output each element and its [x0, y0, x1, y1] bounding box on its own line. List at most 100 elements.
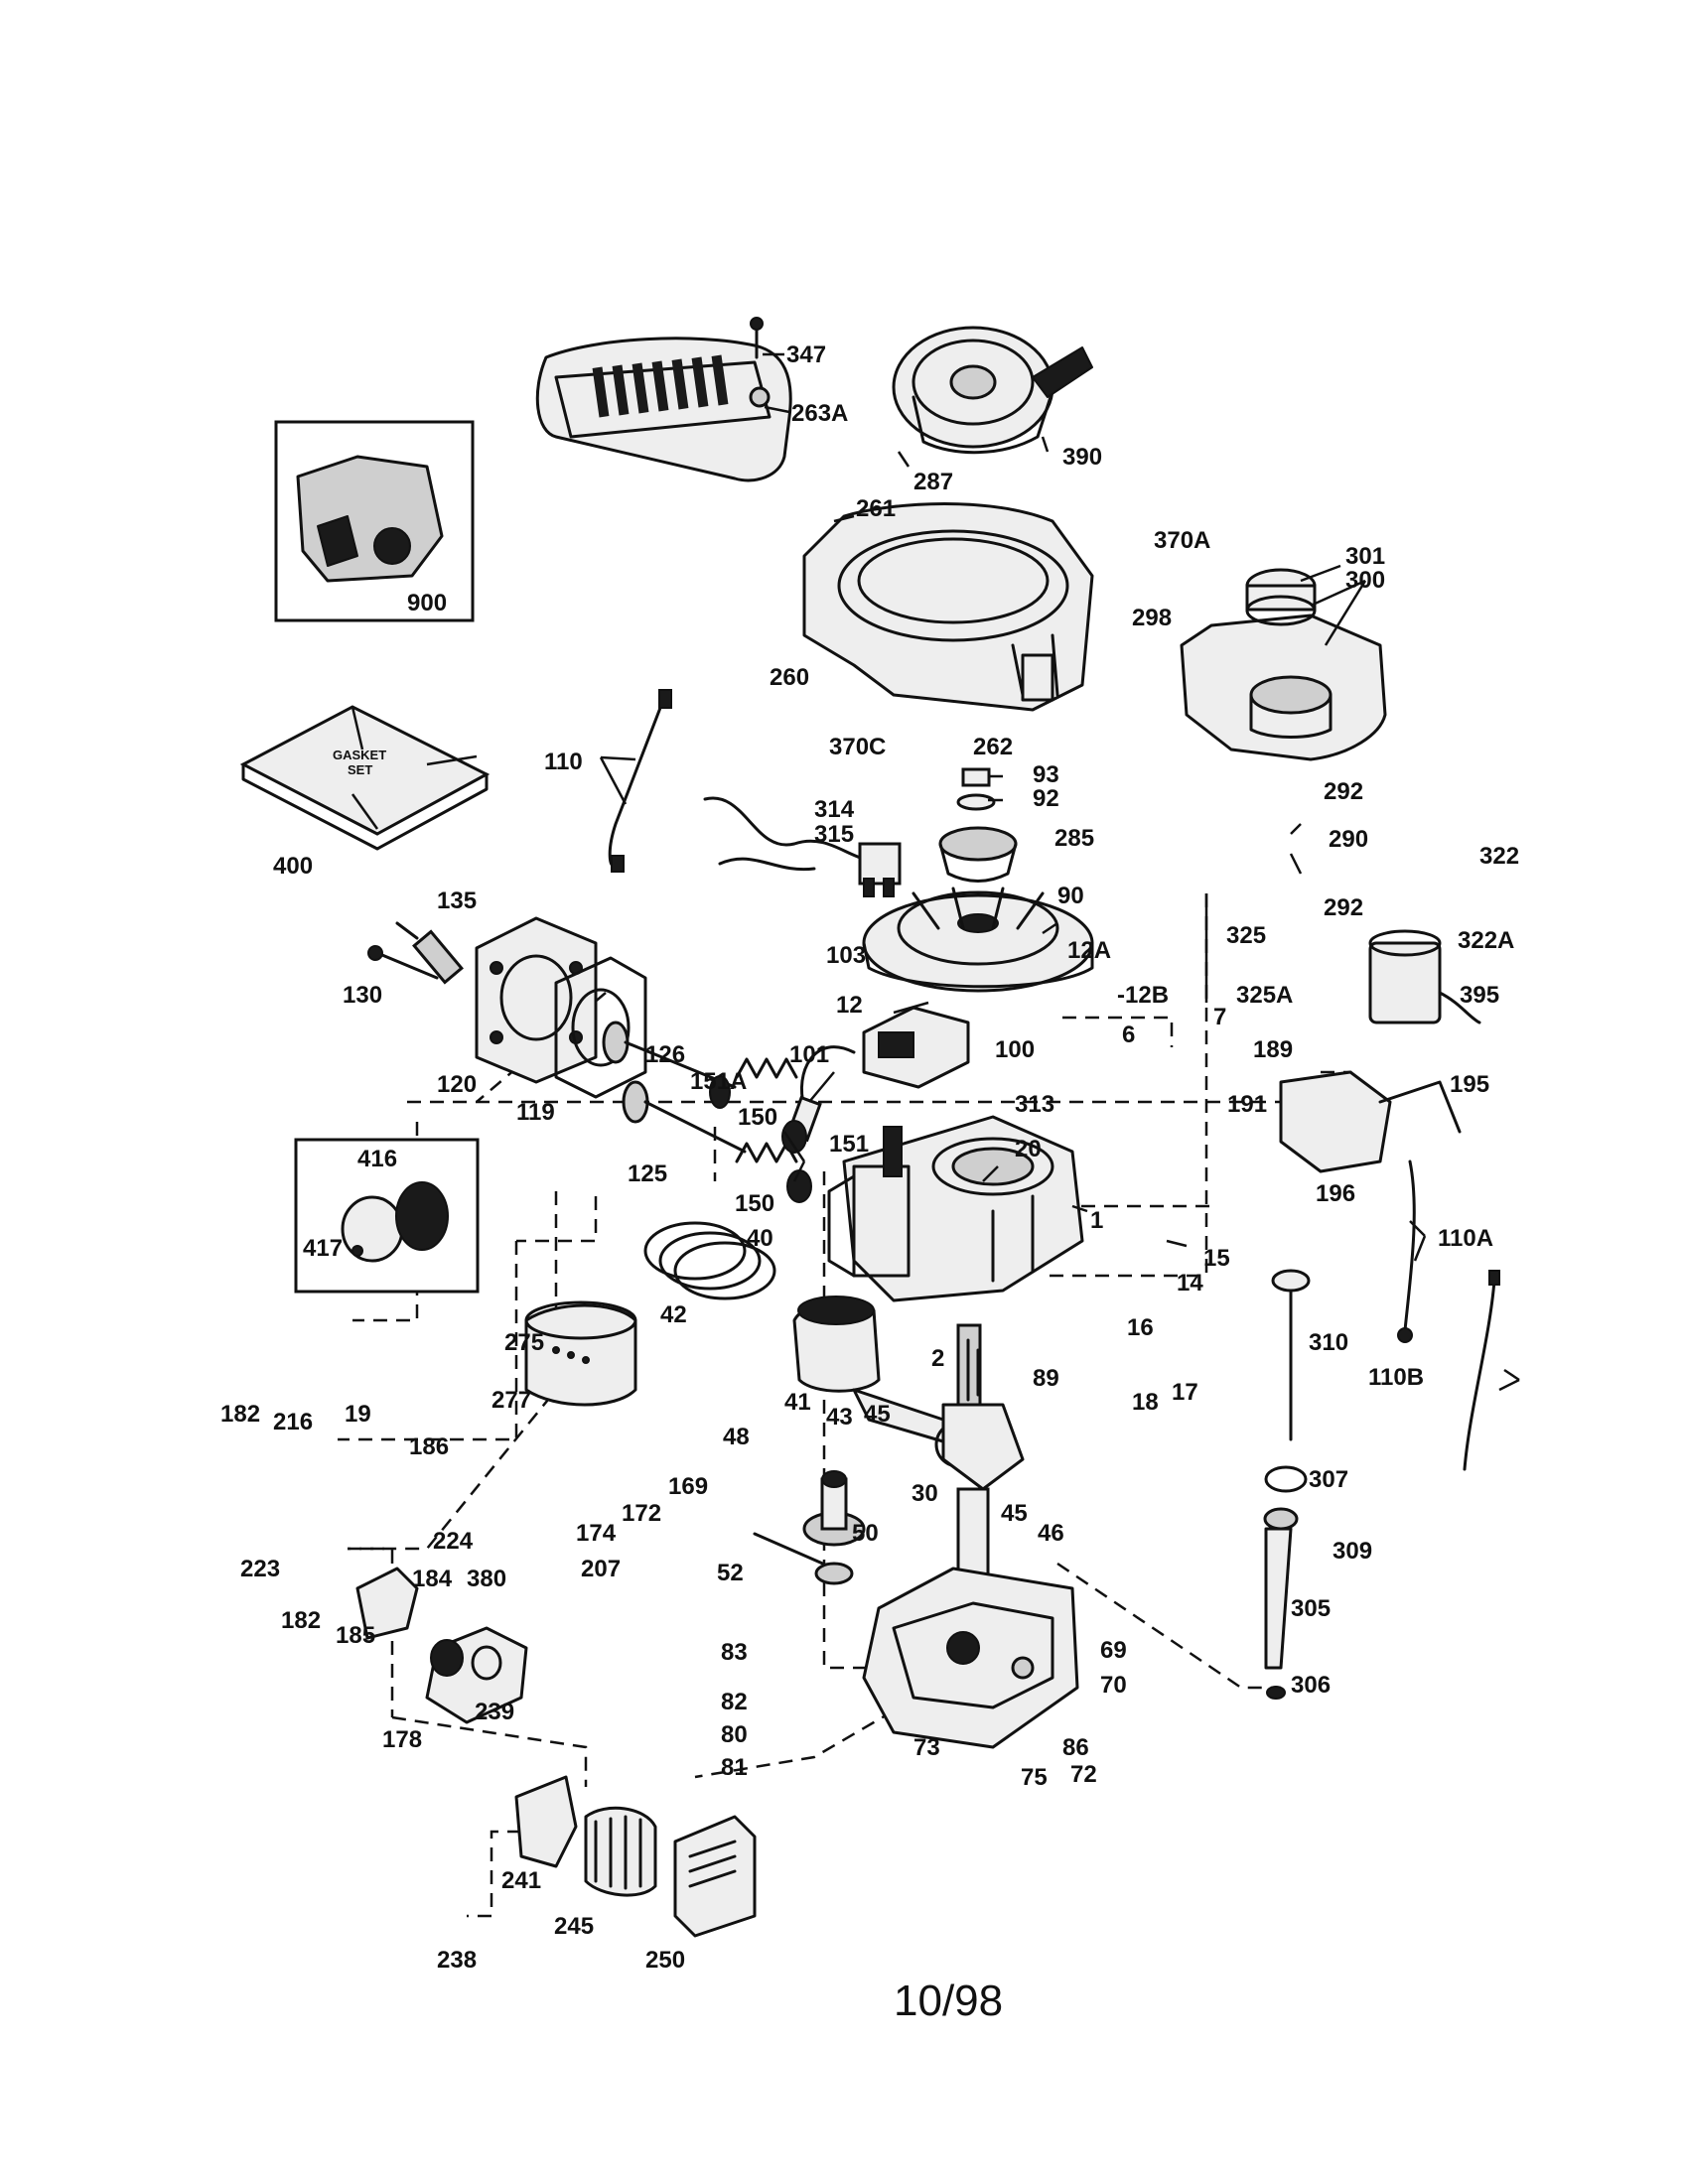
crankshaft-30 [941, 1323, 1025, 1590]
callout-325a: 325A [1236, 982, 1293, 1009]
callout-92: 92 [1033, 785, 1059, 812]
callout-224: 224 [433, 1528, 474, 1555]
callout-18: 18 [1132, 1389, 1159, 1416]
cylinder-head-120 [475, 916, 598, 1084]
callout-43: 43 [826, 1404, 853, 1431]
callout-292-bottom: 292 [1324, 894, 1363, 921]
carburetor-380 [425, 1626, 528, 1724]
callout-307: 307 [1309, 1466, 1348, 1493]
callout-12b: -12B [1117, 982, 1169, 1009]
callout-417: 417 [303, 1235, 343, 1262]
callout-189: 189 [1253, 1036, 1293, 1063]
callout-380: 380 [467, 1566, 506, 1592]
callout-298: 298 [1132, 605, 1172, 631]
callout-322: 322 [1479, 843, 1519, 870]
callout-184: 184 [412, 1566, 453, 1592]
callout-82: 82 [721, 1689, 748, 1715]
callout-110a: 110A [1438, 1225, 1493, 1252]
callout-40: 40 [747, 1225, 773, 1252]
callout-14: 14 [1177, 1270, 1203, 1297]
callout-275: 275 [504, 1329, 544, 1356]
callout-110b: 110B [1368, 1364, 1424, 1391]
blower-housing-260 [802, 502, 1094, 712]
callout-263a: 263A [791, 400, 848, 427]
callout-300: 300 [1345, 567, 1385, 594]
callout-93: 93 [1033, 761, 1059, 788]
callout-390: 390 [1062, 444, 1102, 471]
callout-261: 261 [856, 495, 896, 522]
callout-301: 301 [1345, 543, 1385, 570]
air-filter-cover-250 [673, 1815, 757, 1938]
callout-52: 52 [717, 1560, 744, 1586]
air-filter-base-241 [514, 1775, 578, 1868]
callout-80: 80 [721, 1721, 748, 1748]
callout-325: 325 [1226, 922, 1266, 949]
fuel-cap-301 [1245, 568, 1317, 626]
callout-292-top: 292 [1324, 778, 1363, 805]
callout-290: 290 [1329, 826, 1368, 853]
callout-207: 207 [581, 1556, 621, 1582]
callout-174: 174 [576, 1520, 617, 1547]
callout-347: 347 [786, 341, 826, 368]
control-bracket-191 [1279, 1070, 1462, 1173]
callout-169: 169 [668, 1473, 708, 1500]
callout-395: 395 [1460, 982, 1499, 1009]
callout-45-upper: 45 [864, 1401, 891, 1428]
screw-347 [750, 317, 764, 359]
intake-valve-125 [622, 1080, 747, 1154]
callout-151a: 151A [690, 1068, 747, 1095]
camshaft-52 [753, 1532, 854, 1585]
callout-90: 90 [1057, 883, 1084, 909]
callout-178: 178 [382, 1726, 422, 1753]
seal-306 [1266, 1686, 1286, 1700]
footer-date-code: 10/98 [894, 1977, 1003, 2025]
callout-313: 313 [1015, 1091, 1054, 1118]
callout-151: 151 [829, 1131, 869, 1158]
callout-245: 245 [554, 1913, 594, 1940]
fuel-tank-300 [1180, 614, 1387, 761]
callout-6: 6 [1122, 1022, 1135, 1048]
callout-262: 262 [973, 734, 1013, 760]
cam-gear-50 [802, 1470, 866, 1547]
callout-81: 81 [721, 1754, 748, 1781]
callout-119: 119 [516, 1099, 555, 1126]
callout-416: 416 [357, 1146, 397, 1172]
callout-leaders [599, 352, 1520, 1392]
callout-172: 172 [622, 1500, 661, 1527]
callout-900: 900 [407, 590, 447, 616]
callout-370a: 370A [1154, 527, 1210, 554]
callout-196: 196 [1316, 1180, 1355, 1207]
callout-42: 42 [660, 1301, 687, 1328]
callout-83: 83 [721, 1639, 748, 1666]
callout-48: 48 [723, 1424, 750, 1450]
flywheel-90 [862, 887, 1094, 993]
nut-93 [961, 767, 991, 787]
callout-75: 75 [1021, 1764, 1048, 1791]
callout-239: 239 [475, 1699, 514, 1725]
callout-241: 241 [501, 1867, 541, 1894]
inset-box-416-417 [294, 1138, 480, 1294]
engine-thumbnail-box-900 [274, 420, 475, 622]
callout-370c: 370C [829, 734, 886, 760]
valve-spring-150a [735, 1057, 798, 1079]
callout-305: 305 [1291, 1595, 1331, 1622]
callout-185: 185 [336, 1622, 375, 1649]
callout-322a: 322A [1458, 927, 1514, 954]
callout-41: 41 [784, 1389, 811, 1416]
callout-130: 130 [343, 982, 382, 1009]
callout-73: 73 [913, 1734, 940, 1761]
spring-seat-151a [709, 1075, 731, 1109]
callout-306: 306 [1291, 1672, 1331, 1699]
callout-50: 50 [852, 1520, 879, 1547]
dipstick-310 [1271, 1269, 1311, 1441]
piston-41 [792, 1296, 881, 1393]
callout-110: 110 [544, 749, 583, 775]
oil-fill-tube-305 [1263, 1507, 1299, 1670]
callout-86: 86 [1062, 1734, 1089, 1761]
rewind-starter-390 [892, 326, 1093, 455]
gasket-set-label-line2: SET [348, 762, 372, 777]
cylinder-block-1 [827, 1115, 1084, 1302]
callout-12: 12 [836, 992, 863, 1019]
starter-cup-285 [938, 826, 1018, 883]
callout-309: 309 [1333, 1538, 1372, 1565]
